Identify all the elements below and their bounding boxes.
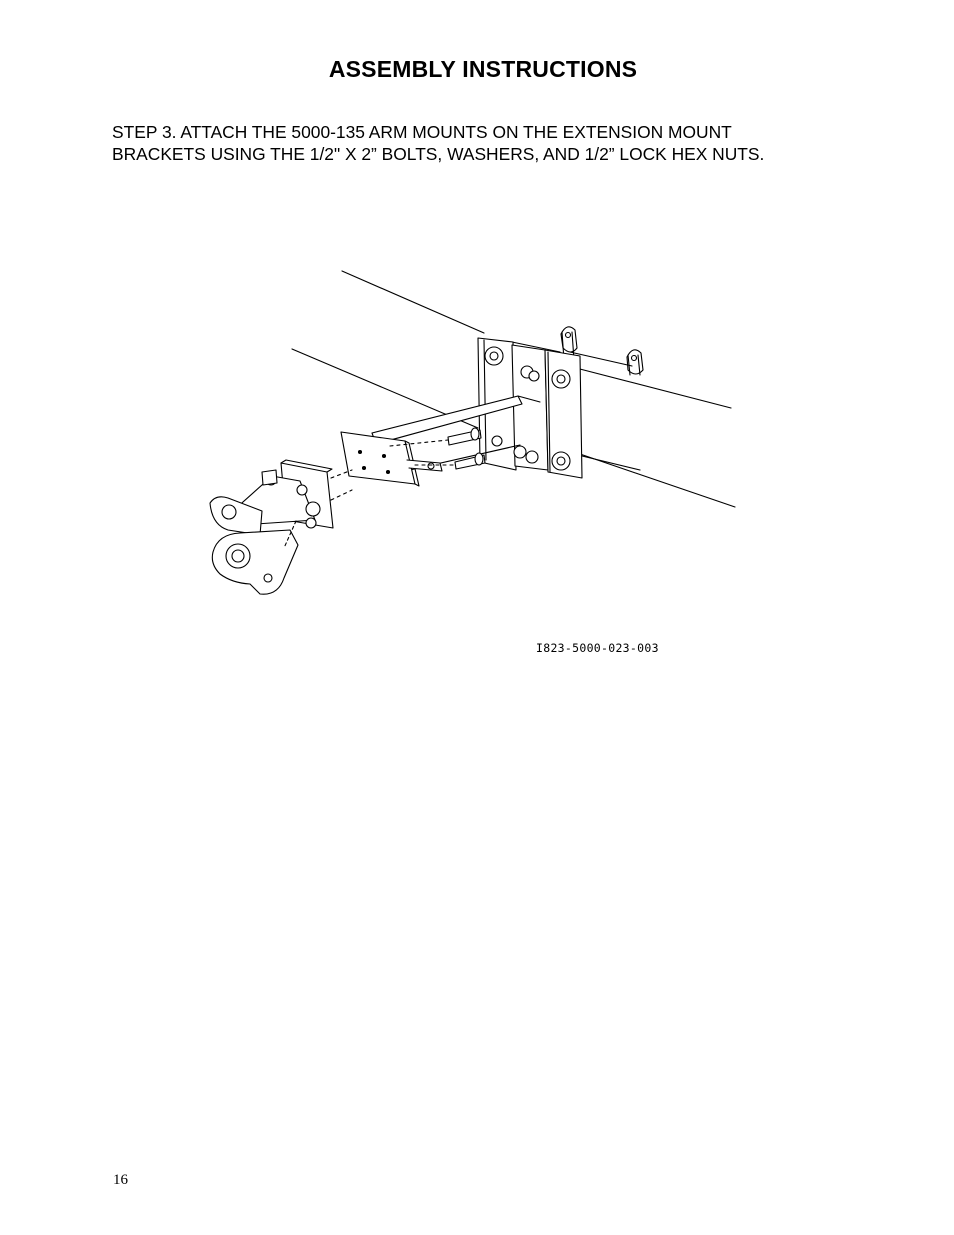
- page-title: ASSEMBLY INSTRUCTIONS: [328, 56, 638, 82]
- main-beam: [291, 270, 736, 508]
- arm-mount: [209, 459, 334, 595]
- u-bolt: [560, 326, 644, 471]
- step-line-2: BRACKETS USING THE 1/2" X 2” BOLTS, WASH…: [112, 144, 765, 164]
- bolts: [447, 427, 486, 470]
- extension-mount-bracket: [477, 337, 583, 479]
- step-instructions: STEP 3. ATTACH THE 5000-135 ARM MOUNTS O…: [112, 121, 872, 165]
- figure-part-number: I823-5000-023-003: [536, 641, 659, 655]
- page-number: 16: [113, 1172, 128, 1188]
- step-line-1: STEP 3. ATTACH THE 5000-135 ARM MOUNTS O…: [112, 122, 732, 142]
- arm-mount-plate: [340, 431, 443, 487]
- alignment-lines: [330, 439, 457, 501]
